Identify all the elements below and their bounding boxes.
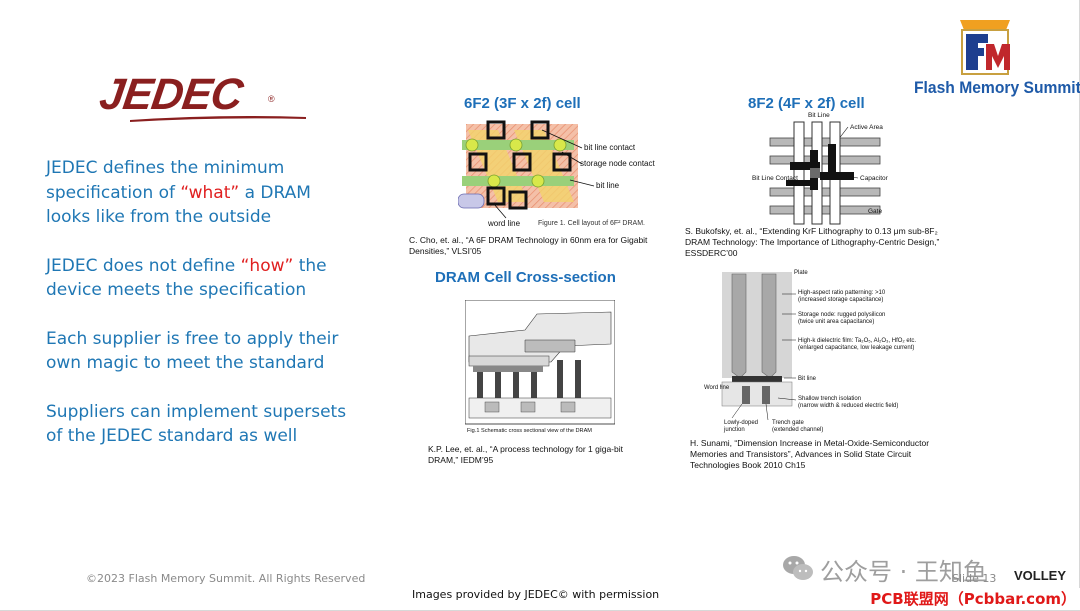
flash-memory-summit-logo: Flash Memory Summit [914,20,1080,100]
bullet-text: JEDEC defines the minimum specification … [46,158,285,203]
label-8f2-gate: Gate [868,208,882,215]
bullet-text: JEDEC does not define [46,255,241,276]
cross-section-citation: K.P. Lee, et. al., “A process technology… [428,444,623,465]
jedec-registered-mark: ® [268,94,275,104]
label-8f2-bit-line-contact: Bit Line Contact [752,175,798,182]
volley-logo: VOLLEY [1014,568,1067,583]
jedec-wordmark: JEDEC [96,70,246,119]
sunami-citation: H. Sunami, “Dimension Increase in Metal-… [690,438,930,470]
label-trench-gate: Trench gate [772,420,804,426]
jedec-swoosh-icon [130,116,306,122]
figure-8f2-title: 8F2 (4F x 2f) cell [748,95,865,112]
label-bit-line-sunami: Bit line [798,376,817,382]
bullet-item: Each supplier is free to apply their own… [46,327,356,376]
image-credit: Images provided by JEDEC© with permissio… [412,588,660,601]
cross-section-fig-caption: Fig.1 Schematic cross sectional view of … [467,428,592,434]
bullet-text: a DRAM looks like from the outside [46,182,311,228]
bullet-item: JEDEC defines the minimum specification … [46,156,356,230]
label-high-k: High-k dielectric film: Ta₂O₅, Al₂O₃, Hf… [798,338,916,344]
figure-6f2-title: 6F2 (3F x 2f) cell [464,95,581,112]
fms-emblem-icon [960,20,1010,75]
label-8f2-bit-line: Bit Line [808,112,830,119]
slide-number: Slide 13 [952,572,997,585]
label-high-k-sub: (enlarged capacitance, low leakage curre… [798,345,914,351]
copyright-footer: ©2023 Flash Memory Summit. All Rights Re… [86,572,366,585]
jedec-logo: JEDEC ® [96,70,306,126]
label-word-line-sunami: Word line [704,385,730,391]
label-storage-node-contact: storage node contact [580,159,655,168]
highlight-how: “how” [240,255,294,276]
highlight-what: “what” [180,182,240,203]
label-lowly-doped: Lowly-doped [724,420,758,426]
label-bit-line: bit line [596,181,620,190]
bullet-list: JEDEC defines the minimum specification … [46,156,356,473]
cross-section-diagram: Fig.1 Schematic cross sectional view of … [465,300,615,434]
figure-6f2-fig-caption: Figure 1. Cell layout of 6F² DRAM. [538,220,645,227]
sunami-trench-diagram: Plate High-aspect ratio patterning: >10 … [702,268,942,438]
label-8f2-active-area: Active Area [850,124,883,131]
label-storage-node: Storage node: rugged polysilicon [798,312,885,318]
figure-6f2-citation: C. Cho, et. al., “A 6F DRAM Technology i… [409,235,648,256]
label-bit-line-contact: bit line contact [584,143,636,152]
fms-wordmark: Flash Memory Summit [914,78,1080,97]
watermark-text: 公众号 · 王知鱼 [820,558,987,586]
label-high-aspect: High-aspect ratio patterning: >10 [798,290,886,296]
cross-section-title: DRAM Cell Cross-section [435,269,616,286]
bullet-item: Suppliers can implement supersets of the… [46,400,356,449]
figure-8f2-cell-layout: Bit Line Active Area Bit Line Contact Ca… [752,112,889,225]
bullet-text: the device meets the specification [46,255,327,301]
label-plate: Plate [794,270,808,276]
label-trench-gate-sub: (extended channel) [772,427,823,433]
figure-6f2-cell-layout: bit line contact storage node contact bi… [458,120,655,228]
figure-8f2-citation: S. Bukofsky, et. al., “Extending KrF Lit… [685,226,940,258]
bullet-text: Each supplier is free to apply their own… [46,328,339,374]
label-word-line: word line [487,219,521,228]
pcbbar-watermark: PCB联盟网（Pcbbar.com） [868,588,1080,610]
label-storage-node-sub: (twice unit area capacitance) [798,319,874,325]
label-8f2-capacitor: Capacitor [860,175,889,182]
label-high-aspect-sub: (increased storage capacitance) [798,297,883,303]
bullet-item: JEDEC does not define “how” the device m… [46,254,356,303]
label-sti: Shallow trench isolation [798,396,861,402]
wechat-watermark: 公众号 · 王知鱼 [782,552,1052,586]
label-junction: junction [723,427,745,433]
label-sti-sub: (narrow width & reduced electric field) [798,403,898,409]
wechat-icon [783,556,813,580]
bullet-text: Suppliers can implement supersets of the… [46,401,347,447]
